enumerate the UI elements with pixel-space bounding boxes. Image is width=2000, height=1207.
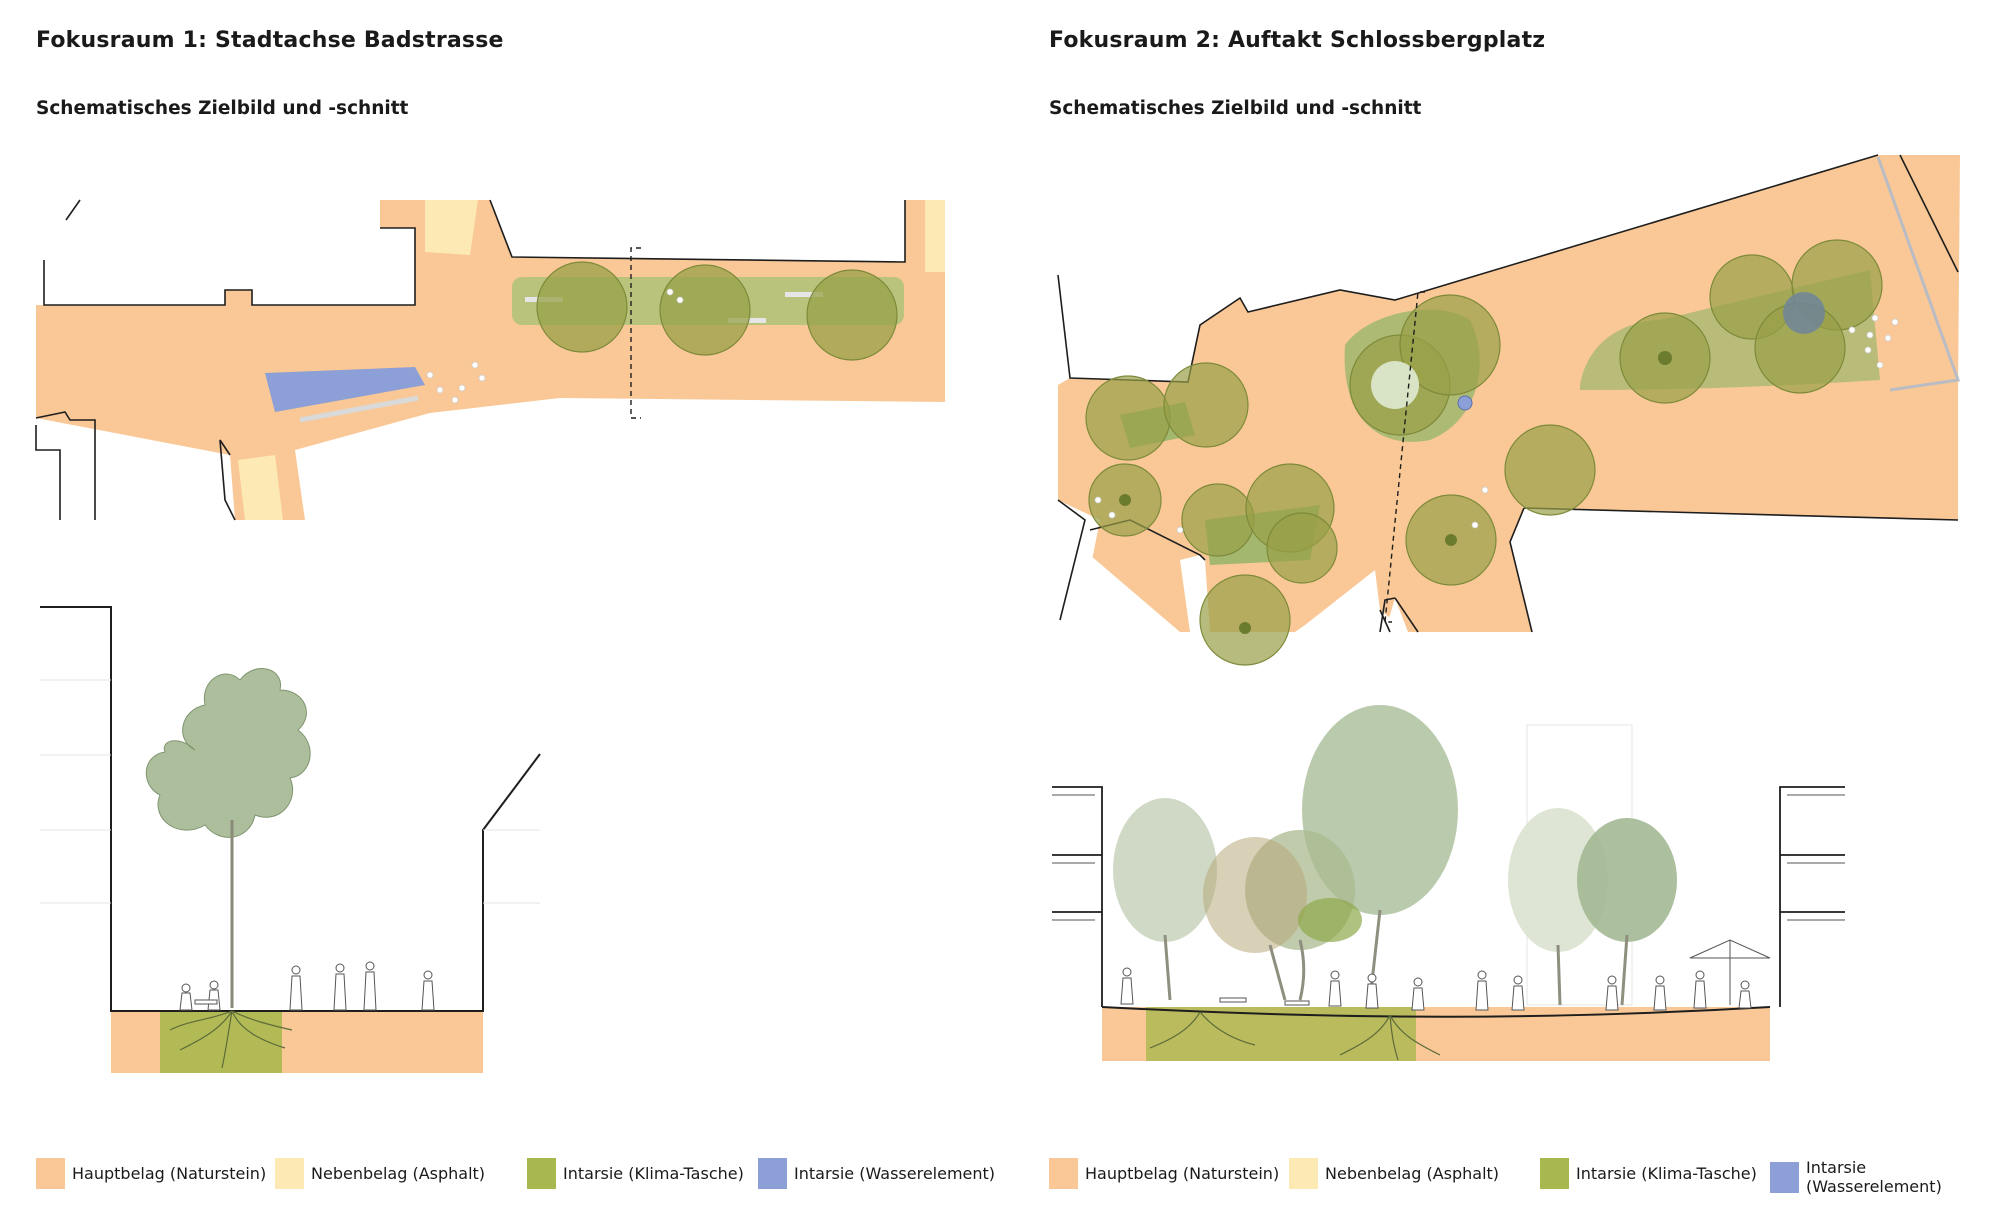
- building-footprint: [1385, 598, 1408, 632]
- bench-icon: [1219, 997, 1247, 1003]
- legend-item-wasser: Intarsie (Wasserelement): [1770, 1158, 2000, 1196]
- section-cut-line: [1384, 291, 1425, 623]
- bench-icon: [194, 999, 218, 1005]
- legend-label: Nebenbelag (Asphalt): [1325, 1164, 1500, 1183]
- tree-canopy-icon: [1199, 574, 1291, 666]
- bench-icon: [1284, 1000, 1310, 1006]
- legend-swatch: [527, 1158, 556, 1189]
- building-profile: [1052, 786, 1845, 1007]
- building-outline: [43, 227, 416, 306]
- legend-swatch: [275, 1158, 304, 1189]
- tree-roots: [169, 1010, 293, 1069]
- building-outline: [219, 439, 236, 521]
- tree-canopy-icon: [1266, 512, 1338, 584]
- tree-trunk-dot: [1119, 494, 1131, 506]
- water-point-icon: [1457, 395, 1473, 411]
- building-floor-lines: [1052, 794, 1845, 921]
- panel-2-title: Fokusraum 2: Auftakt Schlossbergplatz: [1049, 28, 1546, 53]
- building-outline: [1057, 154, 1959, 633]
- person-silhouette-icon: [179, 961, 435, 1011]
- legend-swatch: [1540, 1158, 1569, 1189]
- klima-tasche-section: [160, 1011, 282, 1073]
- legend-swatch: [758, 1158, 787, 1189]
- legend-item-hauptbelag: Hauptbelag (Naturstein): [36, 1158, 266, 1189]
- hauptbelag-area: [36, 200, 945, 520]
- legend-label: Intarsie (Wasserelement): [1806, 1158, 1942, 1196]
- legend-label: Intarsie (Wasserelement): [794, 1164, 996, 1183]
- building-outline: [35, 411, 96, 520]
- legend-label: Intarsie (Klima-Tasche): [563, 1164, 744, 1183]
- section-badstrasse: [40, 606, 541, 1073]
- legend-label: Intarsie (Klima-Tasche): [1576, 1164, 1757, 1183]
- tree-canopy-icon: [1504, 424, 1596, 516]
- tree-canopy-icon: [145, 668, 311, 838]
- edge-line: [1876, 156, 1961, 392]
- building-profile: [40, 606, 541, 1012]
- person-silhouette-icon: [1120, 967, 1752, 1011]
- legend-swatch: [1770, 1161, 1799, 1193]
- tree-canopy-icon: [1163, 362, 1249, 448]
- tree-roots: [1149, 1011, 1441, 1061]
- nebenbelag-east: [925, 200, 945, 272]
- tree-canopy-icon: [536, 261, 628, 353]
- wasserelement: [265, 367, 425, 412]
- legend-item-klima: Intarsie (Klima-Tasche): [527, 1158, 744, 1189]
- bench-icon: [299, 395, 419, 423]
- legend-item-nebenbelag: Nebenbelag (Asphalt): [275, 1158, 485, 1189]
- water-pool-icon: [1783, 292, 1825, 334]
- floor-lines: [40, 679, 540, 904]
- panel-1-subtitle: Schematisches Zielbild und -schnitt: [36, 98, 409, 119]
- plan-badstrasse: [35, 199, 945, 521]
- legend-label: Hauptbelag (Naturstein): [72, 1164, 267, 1183]
- legend-swatch: [1049, 1158, 1078, 1189]
- legend-label: Nebenbelag (Asphalt): [311, 1164, 486, 1183]
- legend-item-klima: Intarsie (Klima-Tasche): [1540, 1158, 1757, 1189]
- section-schlossbergplatz: [1052, 705, 1845, 1061]
- tree-canopy-icon: [1085, 375, 1171, 461]
- seating-icon: [1094, 314, 1899, 534]
- legend-swatch: [36, 1158, 65, 1189]
- tree-trunk-dot: [1445, 534, 1457, 546]
- building-outline: [35, 425, 61, 520]
- tree-canopy-icon: [1399, 294, 1501, 396]
- tree-trunk-dot: [1658, 351, 1672, 365]
- legend-item-hauptbelag: Hauptbelag (Naturstein): [1049, 1158, 1279, 1189]
- building-footprint: [1058, 500, 1100, 632]
- tree-canopy-icon: [659, 264, 751, 356]
- panel-1-title: Fokusraum 1: Stadtachse Badstrasse: [36, 28, 504, 53]
- tree-canopy-icon: [1181, 483, 1255, 557]
- bench-icon: [785, 292, 823, 297]
- legend-label: Hauptbelag (Naturstein): [1085, 1164, 1280, 1183]
- fountain-icon: [1371, 361, 1419, 409]
- building-outline: [489, 199, 906, 263]
- seating-icon: [426, 288, 684, 404]
- legend-swatch: [1289, 1158, 1318, 1189]
- tree-canopy-icon: [806, 269, 898, 361]
- ground-line: [1101, 1006, 1771, 1018]
- nebenbelag-north: [425, 200, 478, 255]
- panel-2-subtitle: Schematisches Zielbild und -schnitt: [1049, 98, 1422, 119]
- legend-item-nebenbelag: Nebenbelag (Asphalt): [1289, 1158, 1499, 1189]
- tree-canopy-icon: [1113, 705, 1677, 953]
- tree-group: [1085, 239, 1883, 666]
- building-outline: [65, 199, 81, 221]
- plan-schlossbergplatz: [1057, 154, 1961, 666]
- nebenbelag-south: [238, 455, 283, 520]
- legend-item-wasser: Intarsie (Wasserelement): [758, 1158, 995, 1189]
- section-cut-line: [630, 247, 641, 419]
- tree-trunk-dot: [1239, 622, 1251, 634]
